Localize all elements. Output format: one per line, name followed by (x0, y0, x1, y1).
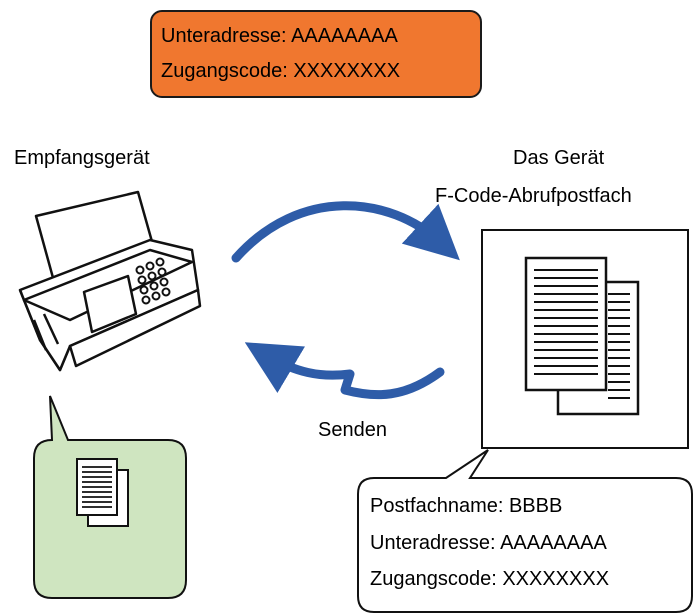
send-arrow (244, 342, 445, 400)
send-label: Senden (318, 419, 387, 441)
mailbox-documents-icon (524, 256, 640, 416)
mailbox-label: F-Code-Abrufpostfach (435, 185, 632, 207)
document-stack-icon (76, 458, 129, 527)
mailbox-info-bubble (357, 449, 693, 613)
request-arrow (231, 201, 460, 263)
mailbox-name: Postfachname: BBBB (370, 495, 563, 517)
mailbox-access-code: Zugangscode: XXXXXXXX (370, 568, 610, 590)
request-info-box: Unteradresse: AAAAAAAA Zugangscode: XXXX… (150, 10, 482, 98)
request-subaddress: Unteradresse: AAAAAAAA (161, 25, 398, 47)
request-access-code: Zugangscode: XXXXXXXX (161, 60, 401, 82)
device-title: Das Gerät (513, 147, 605, 169)
mailbox-subaddress: Unteradresse: AAAAAAAA (370, 532, 607, 554)
fax-machine-icon (18, 190, 202, 372)
receiver-label: Empfangsgerät (14, 147, 150, 169)
